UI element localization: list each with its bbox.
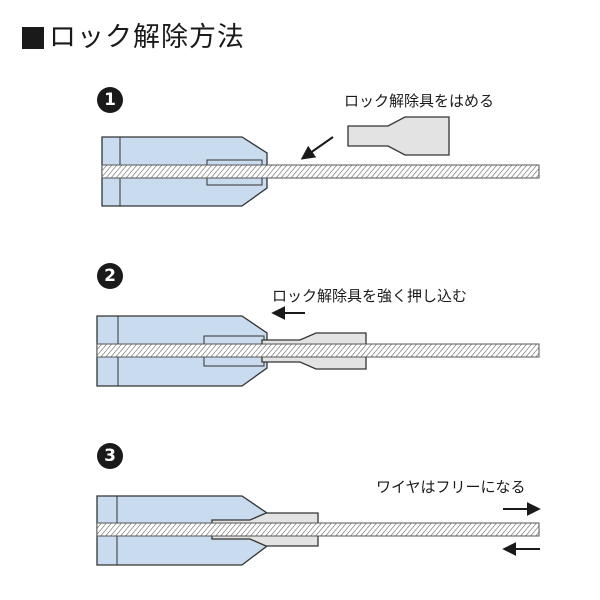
step-2-wire: [96, 343, 540, 358]
step-3-wire: [96, 522, 540, 537]
step-1-wire: [101, 164, 540, 179]
step-2-label: ロック解除具を強く押し込む: [272, 287, 468, 305]
step-2-number-badge: 2: [97, 263, 123, 289]
step-3-label: ワイヤはフリーになる: [376, 478, 526, 496]
step-1-diagram: [101, 116, 540, 207]
step-1-label: ロック解除具をはめる: [344, 92, 495, 110]
step-3-diagram: [96, 495, 541, 566]
step-2-diagram: [96, 306, 540, 387]
step-1-release-tool: [347, 116, 450, 156]
step-1-number-badge: 1: [97, 87, 123, 113]
page-title: ロック解除方法: [22, 20, 245, 56]
title-text: ロック解除方法: [49, 22, 245, 53]
title-square-icon: [22, 27, 44, 49]
step-1-arrow-icon: [300, 136, 334, 160]
step-3-number-badge: 3: [97, 443, 123, 469]
